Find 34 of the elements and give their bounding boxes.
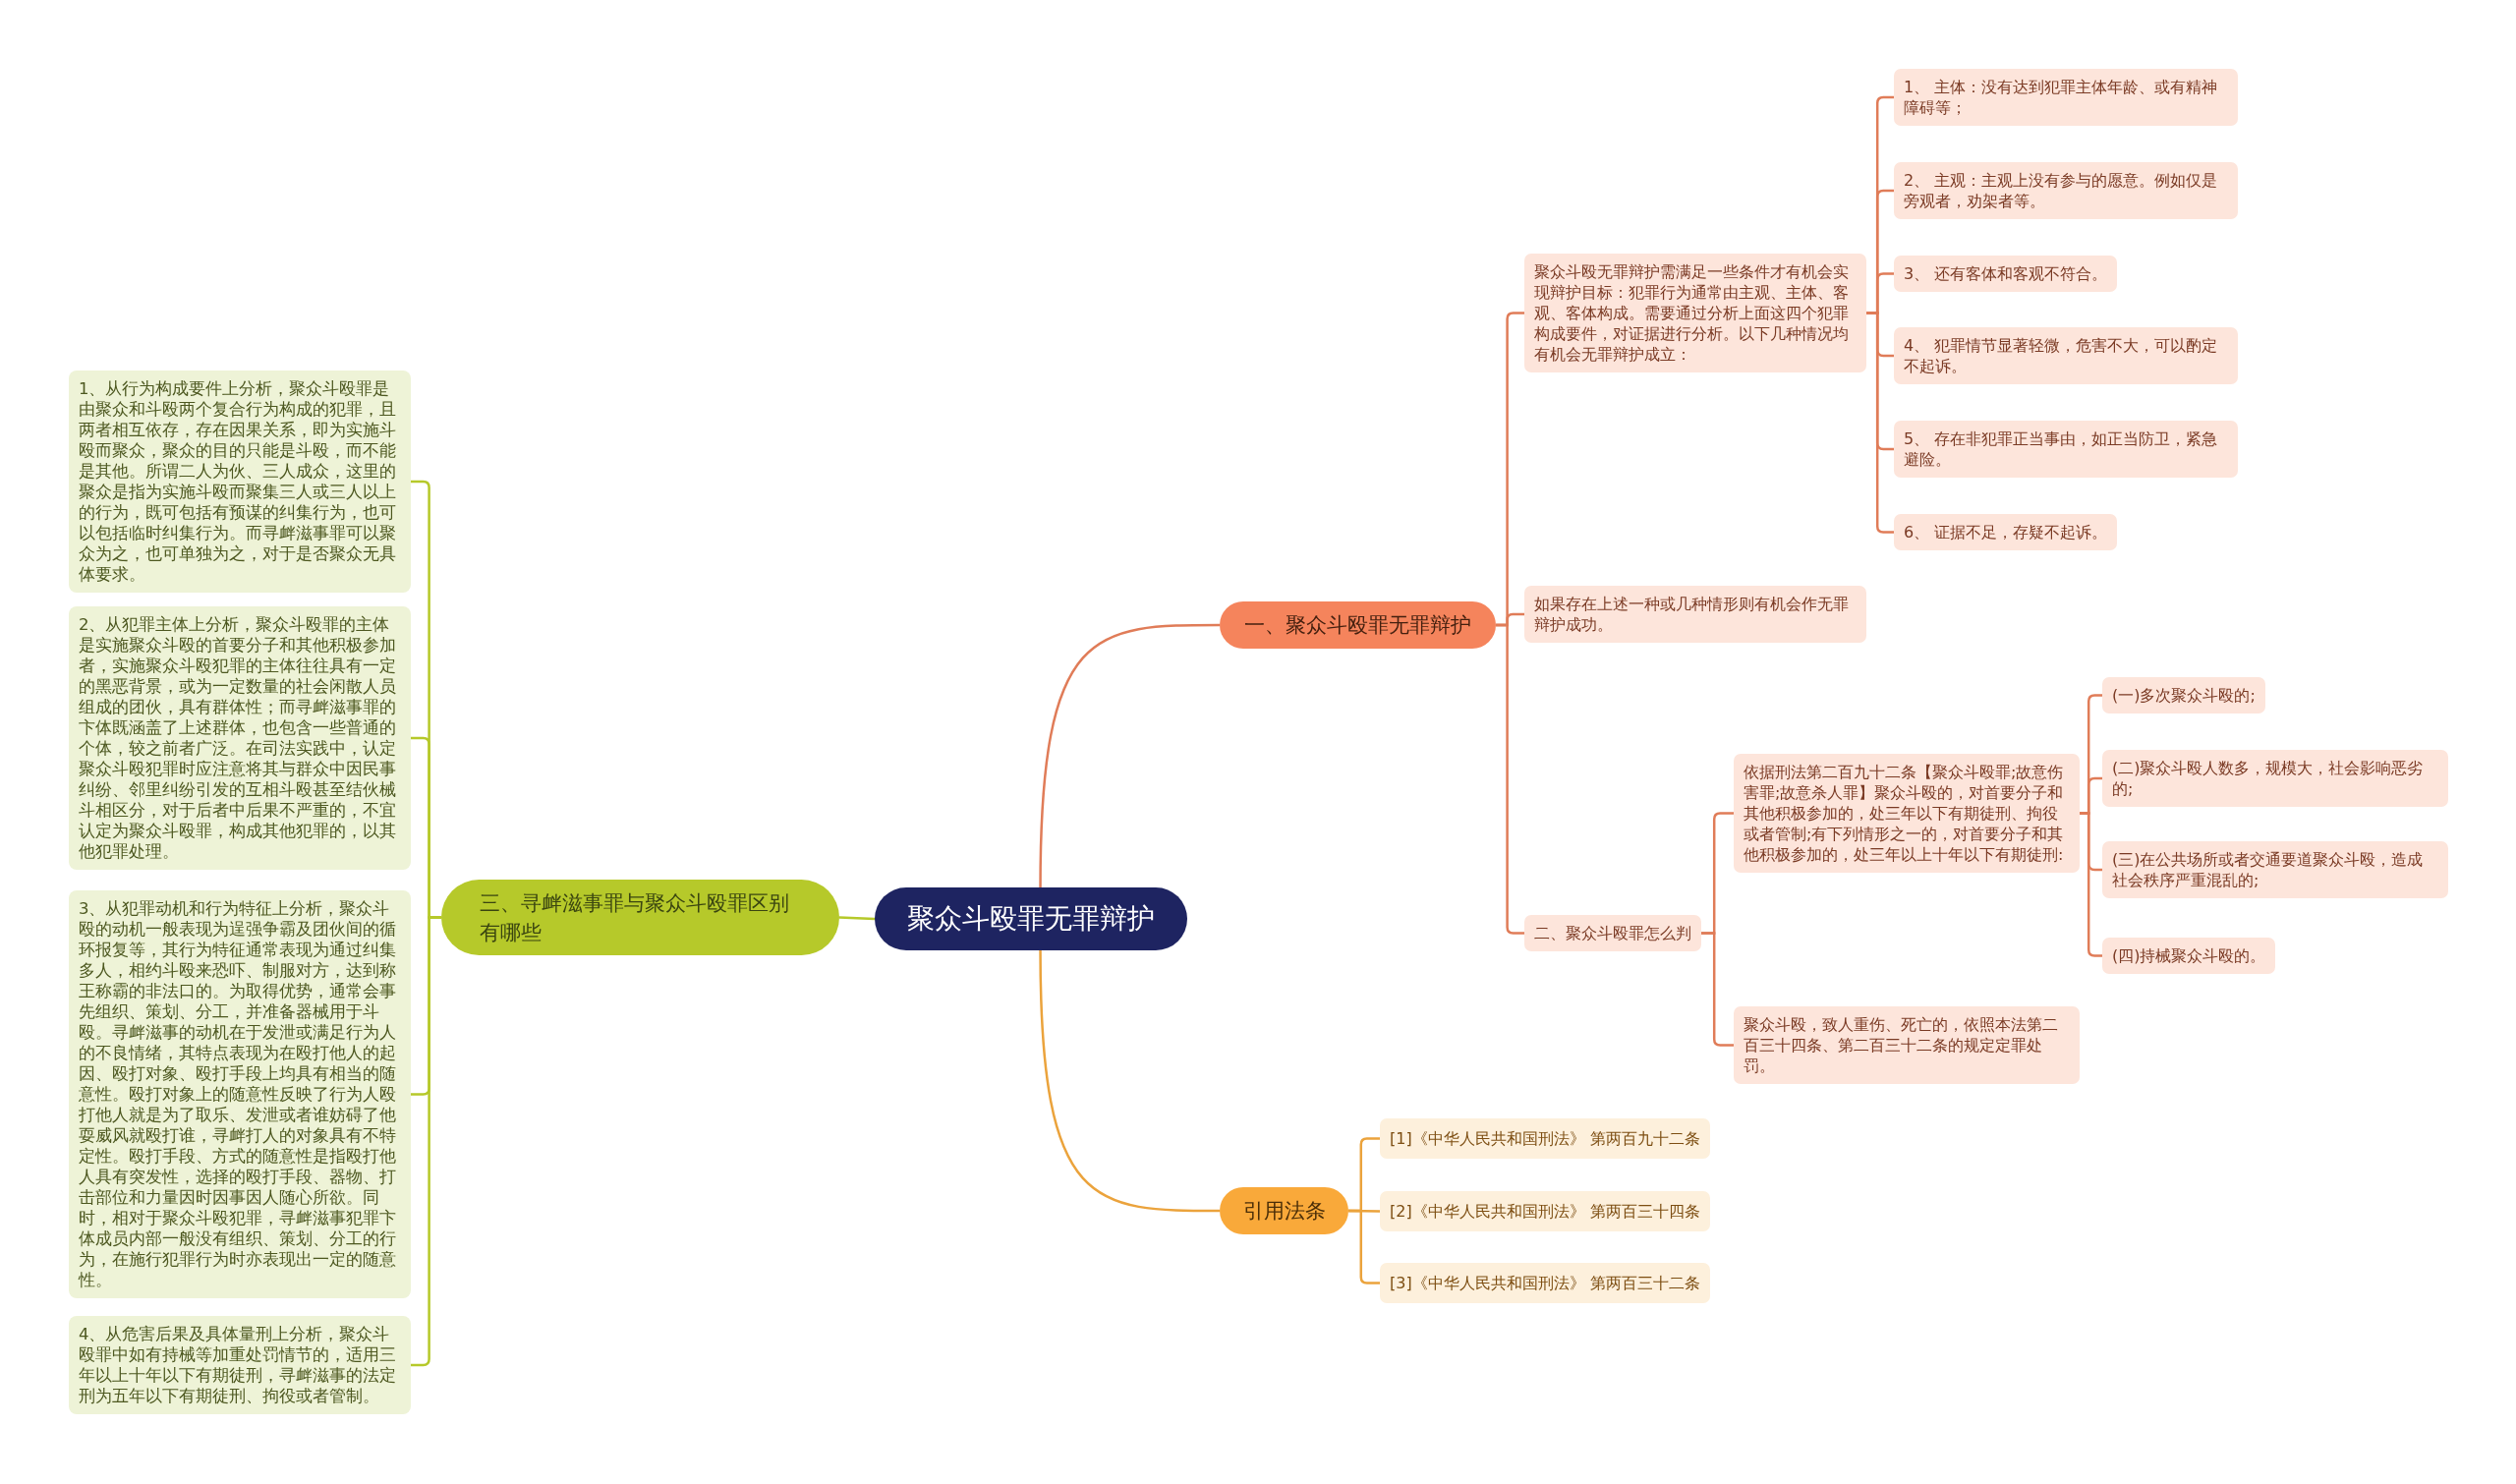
subtopic-card: 5、 存在非犯罪正当事由，如正当防卫，紧急避险。 <box>1894 421 2238 478</box>
subtopic-card: 依据刑法第二百九十二条【聚众斗殴罪;故意伤害罪;故意杀人罪】聚众斗殴的，对首要分子和其他积极参加的，处三年以下有期徒刑、拘役或者管制;有下列情形之一的，对首要分子和其他积极参加的，处三年以上十年以下有期徒刑: <box>1734 754 2080 873</box>
subtopic-card: 3、 还有客体和客观不符合。 <box>1894 256 2118 292</box>
subtopic-card: (二)聚众斗殴人数多，规模大，社会影响恶劣的; <box>2102 750 2448 807</box>
connector-line <box>838 916 876 921</box>
subtopic-card: 2、 主观：主观上没有参与的愿意。例如仅是旁观者，劝架者等。 <box>1894 162 2238 219</box>
note-card: 4、从危害后果及具体量刑上分析，聚众斗殴罪中如有持械等加重处罚情节的，适用三年以上十年以下有期徒刑，寻衅滋事的法定刑为五年以下有期徒刑、拘役或者管制。 <box>69 1316 411 1414</box>
citation-card: [3]《中华人民共和国刑法》 第两百三十二条 <box>1380 1263 1710 1303</box>
subtopic-card: 聚众斗殴，致人重伤、死亡的，依照本法第二百三十四条、第二百三十二条的规定定罪处罚。 <box>1734 1006 2080 1084</box>
subtopic-card: 6、 证据不足，存疑不起诉。 <box>1894 514 2118 550</box>
connector-line <box>1039 949 1220 1213</box>
main-topic: 三、寻衅滋事罪与聚众斗殴罪区别有哪些 <box>441 880 839 955</box>
central-topic: 聚众斗殴罪无罪辩护 <box>875 887 1187 950</box>
citation-card: [2]《中华人民共和国刑法》 第两百三十四条 <box>1380 1191 1710 1231</box>
note-card: 2、从犯罪主体上分析，聚众斗殴罪的主体是实施聚众斗殴的首要分子和其他积极参加者，实施聚众斗殴犯罪的主体往往具有一定的黑恶背景，或为一定数量的社会闲散人员组成的团伙，具有群体性；而寻衅滋事罪的卞体既涵盖了上述群体，也包含一些普通的个体，较之前者广泛。在司法实践中，认定聚众斗殴犯罪时应注意将其与群众中因民事纠纷、邻里纠纷引发的互相斗殴甚至结伙械斗相区分，对于后者中后果不严重的，不宜认定为聚众斗殴罪，构成其他犯罪的，以其他犯罪处理。 <box>69 606 411 870</box>
subtopic-card: 如果存在上述一种或几种情形则有机会作无罪辩护成功。 <box>1524 586 1866 643</box>
connector-line <box>1348 1209 1380 1284</box>
connector-line <box>1039 623 1220 888</box>
subtopic-card: 聚众斗殴无罪辩护需满足一些条件才有机会实现辩护目标：犯罪行为通常由主观、主体、客观、客体构成。需要通过分析上面这四个犯罪构成要件，对证据进行分析。以下几种情况均有机会无罪辩护成立： <box>1524 254 1866 372</box>
connector-line <box>1701 932 1734 1047</box>
note-card: 1、从行为构成要件上分析，聚众斗殴罪是由聚众和斗殴两个复合行为构成的犯罪，且两者相互依存，存在因果关系，即为实施斗殴而聚众，聚众的目的只能是斗殴，而不能是其他。所谓二人为伙、三人成众，这里的聚众是指为实施斗殴而聚集三人或三人以上的行为，既可包括有预谋的纠集行为，也可以包括临时纠集行为。而寻衅滋事罪可以聚众为之，也可单独为之，对于是否聚众无具体要求。 <box>69 371 411 593</box>
connector-line <box>2080 812 2102 957</box>
subtopic-card: 1、 主体：没有达到犯罪主体年龄、或有精神障碍等； <box>1894 69 2238 126</box>
note-card: 3、从犯罪动机和行为特征上分析，聚众斗殴的动机一般表现为逞强争霸及团伙间的循环报复等，其行为特征通常表现为通过纠集多人，相约斗殴来恐吓、制服对方，达到称王称霸的非法口的。为取得优势，通常会事先组织、策划、分工，并准备器械用于斗殴。寻衅滋事的动机在于发泄或满足行为人的不良情绪，其特点表现为在殴打他人的起因、殴打对象、殴打手段上均具有相当的随意性。殴打对象上的随意性反映了行为人殴打他人就是为了取乐、发泄或者谁妨碍了他耍威风就殴打谁，寻衅打人的对象具有不特定性。殴打手段、方式的随意性是指殴打他人具有突发性，选择的殴打手段、器物、打击部位和力量因时因事因人随心所欲。同时，相对于聚众斗殴犯罪，寻衅滋事犯罪卞体成员内部一般没有组织、策划、分工的行为，在施行犯罪行为时亦表现出一定的随意性。 <box>69 890 411 1298</box>
subtopic-card: 二、聚众斗殴罪怎么判 <box>1524 915 1701 951</box>
main-topic: 引用法条 <box>1220 1187 1348 1234</box>
citation-card: [1]《中华人民共和国刑法》 第两百九十二条 <box>1380 1118 1710 1159</box>
connector-line <box>411 916 441 1367</box>
connector-line <box>1496 623 1524 935</box>
subtopic-card: (三)在公共场所或者交通要道聚众斗殴，造成社会秩序严重混乱的; <box>2102 841 2448 898</box>
subtopic-card: (一)多次聚众斗殴的; <box>2102 677 2265 713</box>
main-topic: 一、聚众斗殴罪无罪辩护 <box>1220 601 1496 649</box>
subtopic-card: (四)持械聚众斗殴的。 <box>2102 938 2276 974</box>
subtopic-card: 4、 犯罪情节显著轻微，危害不大，可以酌定不起诉。 <box>1894 327 2238 384</box>
